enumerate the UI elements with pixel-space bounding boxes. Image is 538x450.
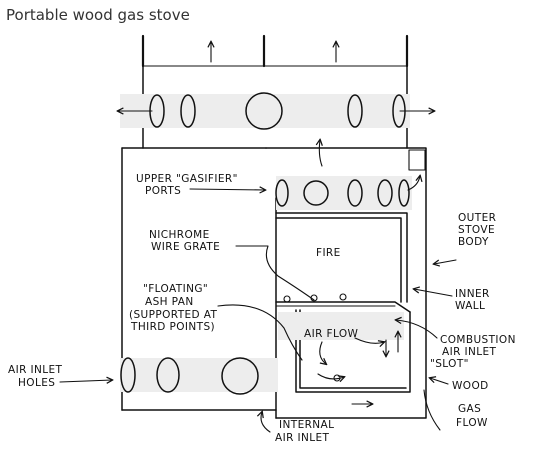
svg-text:INNER: INNER <box>455 288 490 300</box>
svg-text:OUTER: OUTER <box>458 212 496 224</box>
label-air-inlet-holes: AIR INLET HOLES <box>8 364 112 389</box>
svg-text:PORTS: PORTS <box>145 185 181 197</box>
air-inlet-holes <box>120 357 278 395</box>
svg-text:"SLOT": "SLOT" <box>430 358 469 370</box>
svg-text:COMBUSTION: COMBUSTION <box>440 334 516 346</box>
svg-text:"FLOATING": "FLOATING" <box>143 283 208 295</box>
svg-text:WIRE GRATE: WIRE GRATE <box>151 241 220 253</box>
label-floating-ash-pan: "FLOATING" ASH PAN (SUPPORTED AT THIRD P… <box>129 283 303 361</box>
label-nichrome: NICHROME WIRE GRATE <box>149 229 315 301</box>
page-title: Portable wood gas stove <box>6 6 190 24</box>
gasifier-ports <box>275 140 420 210</box>
svg-text:STOVE: STOVE <box>458 224 495 236</box>
svg-text:ASH PAN: ASH PAN <box>145 296 194 308</box>
svg-text:AIR FLOW: AIR FLOW <box>304 328 358 340</box>
svg-text:WOOD: WOOD <box>452 380 489 392</box>
svg-text:AIR INLET: AIR INLET <box>275 432 330 444</box>
ash-pan <box>278 309 411 393</box>
svg-text:FIRE: FIRE <box>316 247 341 259</box>
svg-text:AIR INLET: AIR INLET <box>8 364 63 376</box>
label-outer-body: OUTER STOVE BODY <box>434 212 496 264</box>
svg-text:GAS: GAS <box>458 403 481 415</box>
svg-text:BODY: BODY <box>458 236 489 248</box>
svg-text:THIRD POINTS): THIRD POINTS) <box>130 321 215 333</box>
svg-text:WALL: WALL <box>455 300 485 312</box>
svg-text:UPPER "GASIFIER": UPPER "GASIFIER" <box>136 173 238 185</box>
wire-grate <box>283 293 347 303</box>
label-wood-gas-flow: WOOD GAS FLOW <box>423 378 489 431</box>
label-upper-ports: UPPER "GASIFIER" PORTS <box>136 173 265 197</box>
label-fire: FIRE <box>316 247 341 259</box>
label-internal-air-inlet: INTERNAL AIR INLET <box>261 412 334 444</box>
svg-text:FLOW: FLOW <box>456 417 488 429</box>
top-vent-holes <box>149 92 406 130</box>
label-air-flow: AIR FLOW <box>304 328 384 364</box>
pot-support <box>120 34 410 149</box>
svg-text:NICHROME: NICHROME <box>149 229 210 241</box>
label-combustion-slot: COMBUSTION AIR INLET "SLOT" <box>396 320 516 370</box>
svg-text:AIR INLET: AIR INLET <box>442 346 497 358</box>
svg-text:HOLES: HOLES <box>18 377 55 389</box>
internal-airflow-arrows <box>317 373 372 404</box>
label-inner-wall: INNER WALL <box>414 288 490 312</box>
svg-text:INTERNAL: INTERNAL <box>279 419 334 431</box>
inner-wall <box>275 212 411 313</box>
svg-text:(SUPPORTED AT: (SUPPORTED AT <box>129 309 218 321</box>
